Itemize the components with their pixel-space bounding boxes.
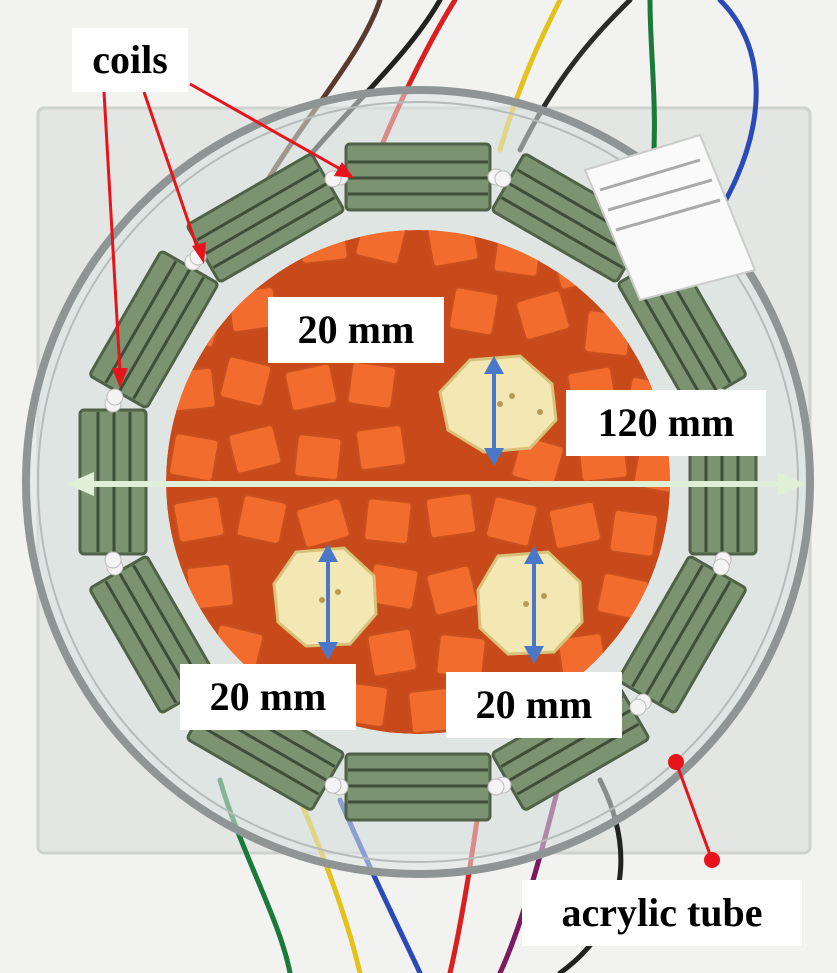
top-banana-dimension-label: 20 mm xyxy=(268,297,444,363)
diameter-dimension-label: 120 mm xyxy=(566,390,766,456)
callout-lines xyxy=(102,82,720,868)
right-banana-dimension-label: 20 mm xyxy=(446,672,622,738)
banana-slice-right xyxy=(476,550,584,656)
banana-dimension-arrows xyxy=(318,356,544,664)
acrylic-tube-label: acrylic tube xyxy=(522,880,802,946)
left-banana-dimension-label: 20 mm xyxy=(180,664,356,730)
banana-slices xyxy=(272,354,584,656)
paper-note xyxy=(583,133,757,302)
coils-label: coils xyxy=(72,28,188,92)
banana-slice-left xyxy=(272,546,378,648)
diameter-dimension-line xyxy=(66,472,806,496)
